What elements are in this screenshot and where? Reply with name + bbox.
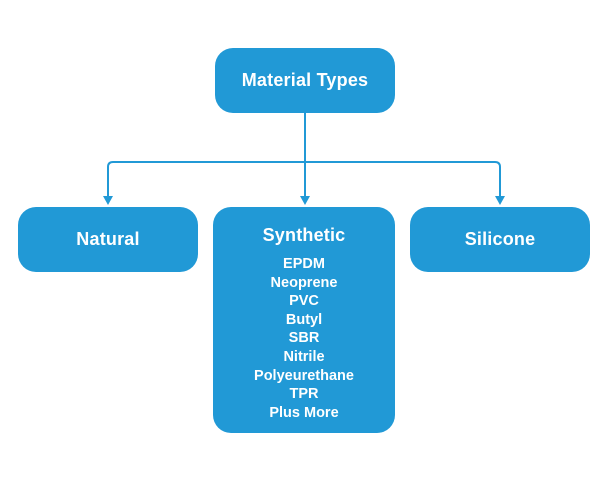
synthetic-item: SBR: [288, 330, 320, 347]
synthetic-item: Polyeurethane: [254, 367, 354, 384]
synthetic-item: Nitrile: [283, 348, 325, 365]
node-material-types: Material Types: [215, 48, 395, 113]
synthetic-item: Neoprene: [270, 274, 338, 291]
synthetic-item: PVC: [289, 293, 319, 310]
synthetic-item: TPR: [289, 386, 319, 403]
arrow-down-icon: [103, 196, 113, 205]
node-natural-label: Natural: [76, 229, 140, 249]
synthetic-item: Butyl: [285, 311, 323, 328]
synthetic-item: Plus More: [269, 404, 339, 421]
node-silicone-label: Silicone: [464, 229, 536, 249]
node-synthetic: Synthetic EPDM Neoprene PVC Butyl SBR Ni…: [213, 207, 395, 433]
connector-branch: [107, 161, 501, 196]
node-silicone: Silicone: [410, 207, 590, 272]
node-natural: Natural: [18, 207, 198, 272]
synthetic-items-list: EPDM Neoprene PVC Butyl SBR Nitrile Poly…: [254, 255, 354, 422]
node-material-types-label: Material Types: [241, 70, 369, 90]
synthetic-item: EPDM: [283, 256, 325, 272]
arrow-down-icon: [495, 196, 505, 205]
arrow-down-icon: [300, 196, 310, 205]
node-synthetic-label: Synthetic: [262, 225, 346, 245]
